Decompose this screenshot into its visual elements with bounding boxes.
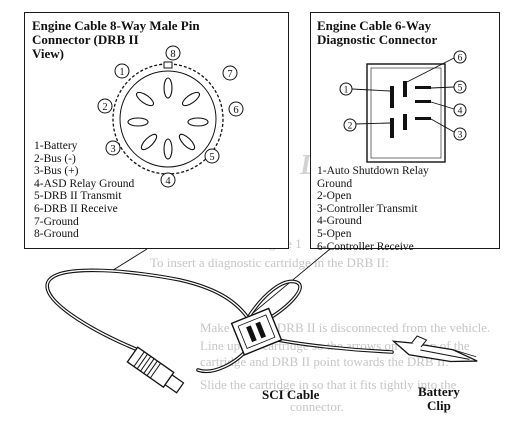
- pin-legend-item: 1-Battery: [34, 140, 78, 152]
- pin-callout-number: 3: [110, 144, 115, 155]
- background-text-line: Slide the cartridge in so that it fits t…: [200, 377, 457, 392]
- pin-callout-number: 4: [458, 107, 463, 117]
- connector-inner-ring: [119, 70, 217, 168]
- leader-line: [404, 57, 455, 84]
- pin-blades: [390, 81, 431, 138]
- leader-line: [430, 118, 455, 133]
- background-text-line: Make sure the DRB II is disconnected fro…: [200, 320, 491, 335]
- title-line: Connector (DRB II: [32, 32, 139, 47]
- eight-way-connector-title: Engine Cable 8-Way Male Pin Connector (D…: [32, 19, 200, 61]
- pin-callout: [97, 98, 113, 114]
- pin-callout-number: 3: [458, 131, 463, 141]
- pin-blade: [415, 117, 431, 120]
- eight-way-pin-legend: 1-Battery 2-Bus (-) 3-Bus (+) 4-ASD Rela…: [34, 140, 134, 241]
- pin-callout: [453, 80, 467, 94]
- pin-slot: [135, 91, 155, 107]
- callout-leader-8way: [109, 248, 148, 273]
- pin-callout-number: 8: [170, 49, 175, 60]
- pin-callout-number: 6: [233, 105, 238, 116]
- pin-callout: [228, 101, 244, 117]
- pin-callout-number: 2: [348, 122, 353, 132]
- six-way-connector-diagram: 1 2 6 5 4 3: [339, 50, 467, 163]
- pin-legend-item: 2-Bus (-): [34, 152, 76, 165]
- pin-callout-number: 4: [165, 176, 171, 187]
- pin-slot: [127, 117, 149, 127]
- pin-number-callouts: [339, 50, 467, 141]
- pin-legend-item: 6-DRB II Receive: [34, 202, 118, 215]
- pin-legend-item: Ground: [317, 177, 353, 190]
- pin-callout: [343, 118, 357, 132]
- eight-way-cable-connector: [126, 346, 185, 394]
- pin-slot: [140, 133, 158, 151]
- pin-legend-item: 6-Controller Receive: [317, 240, 414, 253]
- eight-way-connector-diagram: 8 1 7 2 6 3 5 4: [97, 45, 244, 188]
- pin-legend-item: 5-Open: [317, 227, 352, 240]
- pin-callout: [453, 127, 467, 141]
- connector-housing: [366, 63, 446, 163]
- six-way-connector-title: Engine Cable 6-Way Diagnostic Connector: [317, 19, 437, 47]
- pin-slot: [181, 91, 201, 107]
- pin-blade: [403, 81, 407, 97]
- pin-legend-item: 4-Ground: [317, 215, 362, 228]
- pin-callout-number: 5: [458, 84, 463, 94]
- pin-slot: [178, 133, 196, 151]
- background-text-line: To insert a diagnostic cartridge in the …: [150, 255, 389, 270]
- pin-callout-number: 1: [119, 67, 124, 78]
- pin-callout-number: 7: [227, 69, 232, 80]
- pin-callout-number: 6: [458, 54, 463, 64]
- pin-callout: [453, 50, 467, 64]
- pin-slot: [163, 77, 173, 99]
- pin-legend-item: 8-Ground: [34, 228, 79, 241]
- pin-legend-item: 5-DRB II Transmit: [34, 190, 122, 203]
- pin-callout-number: 1: [344, 86, 349, 96]
- pin-callout: [160, 172, 176, 188]
- cable-wire: [246, 279, 302, 320]
- leader-lines: [351, 57, 455, 133]
- pin-legend-item: 1-Auto Shutdown Relay: [317, 165, 429, 177]
- pin-blade: [403, 114, 407, 130]
- background-text-line: cartridge and DRB II point towards the D…: [200, 354, 449, 369]
- leader-line: [430, 86, 455, 89]
- sci-cable-label: SCI Cable: [262, 387, 320, 402]
- battery-clip-label: Battery Clip: [418, 385, 460, 413]
- pin-callout: [204, 148, 220, 164]
- battery-clip-label-line: Clip: [427, 398, 451, 413]
- pin-legend-item: 4-ASD Relay Ground: [34, 177, 135, 190]
- pin-slot: [187, 117, 209, 127]
- pin-callout-number: 2: [102, 102, 107, 113]
- pin-legend-item: 3-Controller Transmit: [317, 202, 418, 215]
- pin-callout-number: 5: [209, 152, 214, 163]
- title-line: Engine Cable 8-Way Male Pin: [32, 18, 200, 33]
- connector-inner-frame: [370, 67, 442, 159]
- title-line: View): [32, 46, 65, 61]
- leader-line: [351, 88, 391, 92]
- title-line: Engine Cable 6-Way: [317, 18, 432, 33]
- pin-callout: [105, 140, 121, 156]
- pin-number-callouts: [97, 45, 244, 188]
- six-way-connector-panel: Engine Cable 6-Way Diagnostic Connector: [310, 12, 500, 253]
- pin-blade: [415, 100, 431, 103]
- title-line: Diagnostic Connector: [317, 32, 438, 47]
- pin-blade: [390, 118, 394, 138]
- eight-way-connector-panel: Engine Cable 8-Way Male Pin Connector (D…: [24, 12, 289, 249]
- leader-line: [430, 101, 455, 110]
- pin-slots: [127, 77, 209, 160]
- pin-legend-item: 3-Bus (+): [34, 165, 79, 178]
- pin-blade: [415, 86, 431, 89]
- connector-key-notch: [163, 61, 173, 69]
- pin-callout: [222, 65, 238, 81]
- leader-line: [354, 122, 391, 125]
- pin-legend-item: 2-Open: [317, 190, 352, 203]
- six-way-pin-legend: 1-Auto Shutdown Relay Ground 2-Open 3-Co…: [317, 165, 429, 253]
- pin-blade: [390, 86, 394, 108]
- background-text-line: connector.: [290, 399, 344, 414]
- pin-callout: [453, 103, 467, 117]
- pin-callout: [114, 63, 130, 79]
- pin-legend-item: 7-Ground: [34, 215, 79, 228]
- background-text-line: Line up the cartridge so the arrows on t…: [200, 338, 470, 353]
- pin-callout: [165, 45, 181, 61]
- pin-slot: [163, 138, 173, 160]
- battery-clip-label-line: Battery: [418, 384, 460, 399]
- pin-callout: [339, 82, 353, 96]
